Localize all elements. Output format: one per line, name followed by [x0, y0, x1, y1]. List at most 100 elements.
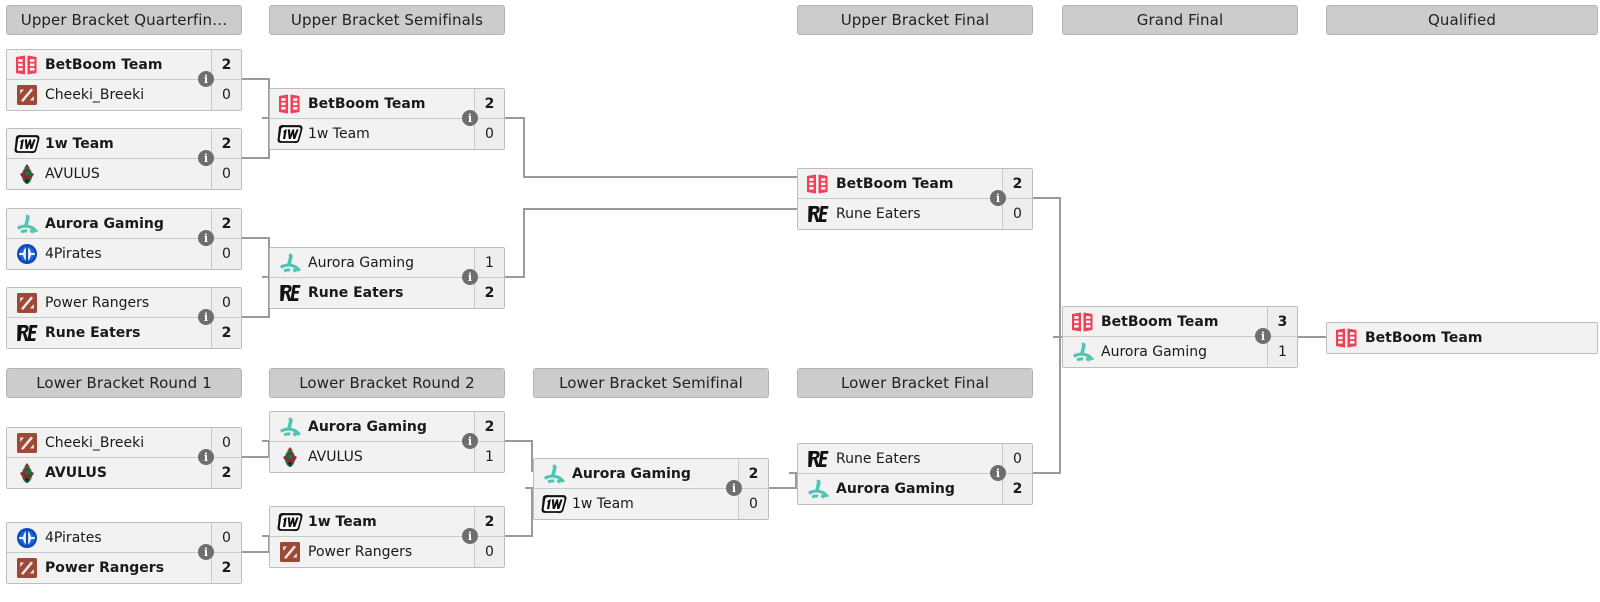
connector-line	[242, 78, 270, 80]
match-info-icon[interactable]: i	[462, 433, 478, 449]
betboom-logo	[1333, 326, 1361, 350]
connector-line	[242, 456, 270, 458]
round-header-ub-sf[interactable]: Upper Bracket Semifinals	[269, 5, 505, 35]
match-info-icon[interactable]: i	[990, 190, 1006, 206]
connector-line	[242, 316, 270, 318]
team-score: 3	[1267, 307, 1297, 336]
connector-line	[531, 440, 533, 472]
avulus-logo	[13, 162, 41, 186]
aurora-logo	[804, 477, 832, 501]
runeeaters-logo	[804, 202, 832, 226]
connector-line	[523, 209, 525, 278]
team-name: 1w Team	[45, 135, 114, 152]
connector-line	[531, 487, 533, 536]
connector-line	[789, 472, 799, 474]
connector-line	[523, 117, 525, 177]
team-name: Aurora Gaming	[308, 254, 414, 271]
round-header-lb-r2[interactable]: Lower Bracket Round 2	[269, 368, 505, 398]
match-info-icon[interactable]: i	[462, 269, 478, 285]
connector-line	[1033, 197, 1061, 199]
aurora-gaming-logo-icon	[280, 253, 301, 273]
team-score: 2	[211, 129, 241, 158]
team-score: 2	[211, 458, 241, 488]
match-info-icon[interactable]: i	[1255, 328, 1271, 344]
1w-logo	[276, 122, 304, 146]
match-info-icon[interactable]: i	[198, 150, 214, 166]
dota-logo-icon	[17, 558, 37, 578]
match-info-icon[interactable]: i	[198, 449, 214, 465]
runeeaters-logo	[276, 281, 304, 305]
4pirates-logo-icon	[17, 244, 37, 264]
team-name: Rune Eaters	[45, 325, 141, 341]
team-score: 0	[738, 489, 768, 519]
avulus-logo	[13, 461, 41, 485]
team-name: Rune Eaters	[836, 450, 921, 467]
1w-logo	[276, 510, 304, 534]
connector-line	[505, 535, 533, 537]
team-name: Cheeki_Breeki	[45, 434, 145, 451]
dota-generic-logo	[13, 431, 41, 455]
team-score: 2	[211, 553, 241, 583]
connector-line	[523, 208, 799, 210]
betboom-logo-icon	[1072, 312, 1093, 331]
rune-eaters-logo-icon	[17, 325, 38, 341]
connector-line	[242, 157, 270, 159]
team-name: AVULUS	[45, 166, 100, 182]
team-name: BetBoom Team	[1365, 330, 1483, 346]
team-score: 1	[474, 442, 504, 472]
team-name: 4Pirates	[45, 246, 102, 262]
aurora-gaming-logo-icon	[808, 479, 829, 499]
round-header-ub-f[interactable]: Upper Bracket Final	[797, 5, 1033, 35]
match-info-icon[interactable]: i	[198, 544, 214, 560]
round-header-lb-f[interactable]: Lower Bracket Final	[797, 368, 1033, 398]
match-info-icon[interactable]: i	[198, 309, 214, 325]
round-header-lb-sf[interactable]: Lower Bracket Semifinal	[533, 368, 769, 398]
match-info-icon[interactable]: i	[990, 465, 1006, 481]
runeeaters-logo	[804, 447, 832, 471]
team-name: Aurora Gaming	[572, 465, 691, 482]
team-name: Aurora Gaming	[836, 481, 955, 497]
match-info-icon[interactable]: i	[726, 480, 742, 496]
match-info-icon[interactable]: i	[198, 71, 214, 87]
round-header-gf[interactable]: Grand Final	[1062, 5, 1298, 35]
round-header-qual[interactable]: Qualified	[1326, 5, 1598, 35]
connector-line	[795, 472, 797, 489]
round-header-ub-qf[interactable]: Upper Bracket Quarterfin…	[6, 5, 242, 35]
betboom-logo	[276, 92, 304, 116]
betboom-logo	[804, 172, 832, 196]
dota-logo-icon	[17, 432, 37, 453]
team-name: 1w Team	[308, 126, 370, 142]
betboom-logo	[13, 53, 41, 77]
team-name: 4Pirates	[45, 529, 102, 546]
connector-line	[242, 551, 270, 553]
match-info-icon[interactable]: i	[198, 230, 214, 246]
connector-line	[525, 487, 535, 489]
team-name: BetBoom Team	[1101, 313, 1219, 330]
betboom-logo-icon	[16, 55, 37, 74]
match-qualified[interactable]: BetBoom Team	[1326, 322, 1598, 354]
match-team-row[interactable]: 1w Team 2	[7, 129, 241, 159]
team-name: Power Rangers	[308, 544, 413, 560]
aurora-logo	[276, 251, 304, 275]
team-name: Rune Eaters	[836, 206, 921, 222]
connector-line	[262, 440, 272, 442]
connector-line	[262, 117, 272, 119]
connector-line	[1059, 197, 1061, 337]
match-info-icon[interactable]: i	[462, 528, 478, 544]
match-team-row[interactable]: BetBoom Team	[1327, 323, 1597, 353]
4pirates-logo-icon	[17, 527, 37, 548]
connector-line	[523, 176, 799, 178]
round-header-lb-r1[interactable]: Lower Bracket Round 1	[6, 368, 242, 398]
rune-eaters-logo-icon	[808, 206, 829, 222]
1w-team-logo-icon	[541, 495, 567, 514]
betboom-logo-icon	[807, 174, 828, 193]
match-info-icon[interactable]: i	[462, 110, 478, 126]
rune-eaters-logo-icon	[808, 450, 829, 467]
